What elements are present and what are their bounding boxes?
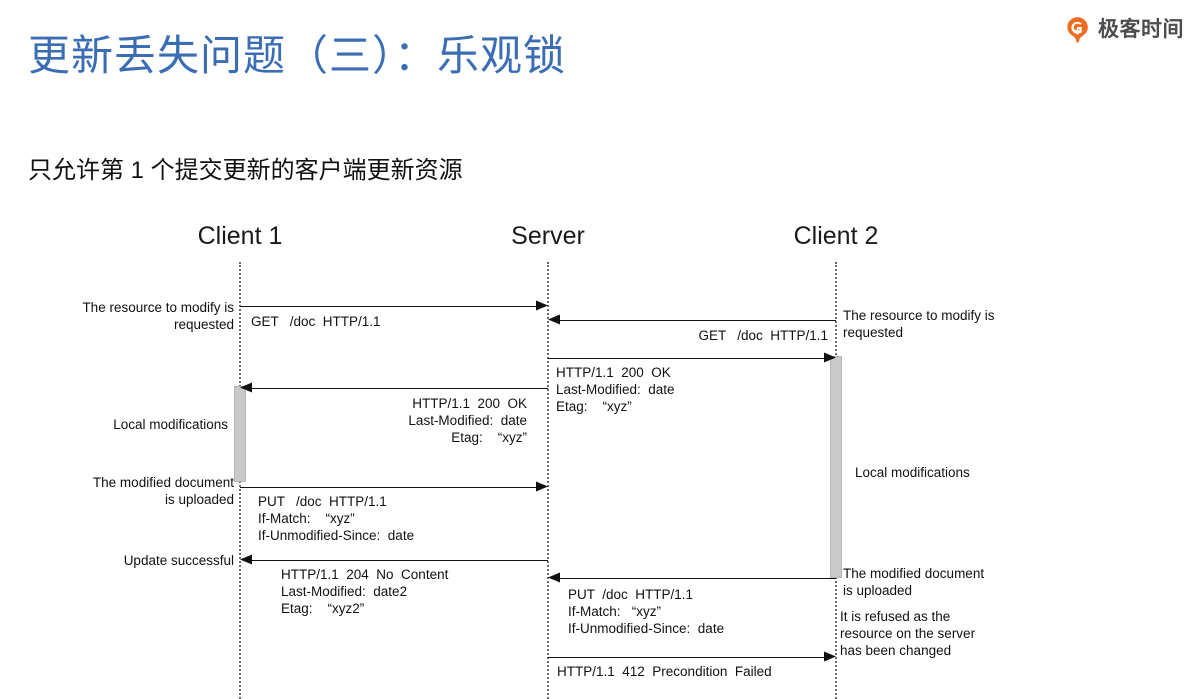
note-client2-refused: It is refused as the resource on the ser… (840, 609, 976, 658)
actor-label-client2: Client 2 (793, 222, 879, 250)
brand-name: 极客时间 (1098, 18, 1184, 41)
activation-bar-client1 (234, 386, 246, 482)
arrow-head-m3 (824, 352, 836, 363)
message-label-m4: HTTP/1.1 200 OK Last-Modified: date Etag… (408, 396, 527, 445)
note-client1-local-modifications: Local modifications (113, 417, 228, 432)
note-client1-document-uploaded: The modified document is uploaded (92, 475, 234, 507)
message-line-m7 (560, 578, 836, 579)
arrow-head-m6 (240, 554, 252, 565)
arrow-head-m5 (536, 481, 548, 492)
message-label-m8: HTTP/1.1 412 Precondition Failed (557, 664, 772, 679)
arrow-head-m2 (548, 314, 560, 325)
note-client2-local-modifications: Local modifications (855, 465, 970, 480)
message-line-m2 (560, 320, 836, 321)
message-line-m6 (252, 560, 548, 561)
page-subtitle: 只允许第 1 个提交更新的客户端更新资源 (28, 157, 463, 184)
arrow-head-m8 (824, 651, 836, 662)
arrow-head-m4 (240, 382, 252, 393)
geektime-drop-icon (1064, 16, 1091, 43)
arrow-head-m7 (548, 572, 560, 583)
message-line-m5 (240, 487, 536, 488)
message-label-m6: HTTP/1.1 204 No Content Last-Modified: d… (281, 567, 449, 616)
message-label-m2: GET /doc HTTP/1.1 (698, 328, 828, 343)
message-line-m3 (548, 358, 824, 359)
message-label-m1: GET /doc HTTP/1.1 (251, 314, 381, 329)
note-client2-resource-requested: The resource to modify is requested (843, 308, 995, 340)
message-line-m1 (240, 306, 536, 307)
lifeline-server (547, 262, 549, 699)
brand-logo: 极客时间 (1064, 16, 1184, 43)
note-client1-resource-requested: The resource to modify is requested (82, 300, 234, 332)
actor-label-client1: Client 1 (197, 222, 283, 250)
note-client2-document-uploaded: The modified document is uploaded (843, 566, 985, 598)
page-title: 更新丢失问题（三）：乐观锁 (28, 32, 567, 79)
actor-label-server: Server (511, 222, 585, 250)
note-client1-update-successful: Update successful (123, 553, 234, 568)
message-line-m8 (548, 657, 824, 658)
message-label-m5: PUT /doc HTTP/1.1 If-Match: “xyz” If-Unm… (258, 494, 415, 543)
activation-bar-client2 (830, 356, 842, 578)
arrow-head-m1 (536, 300, 548, 311)
message-label-m7: PUT /doc HTTP/1.1 If-Match: “xyz” If-Unm… (568, 587, 725, 636)
message-line-m4 (252, 388, 548, 389)
message-label-m3: HTTP/1.1 200 OK Last-Modified: date Etag… (556, 365, 675, 414)
